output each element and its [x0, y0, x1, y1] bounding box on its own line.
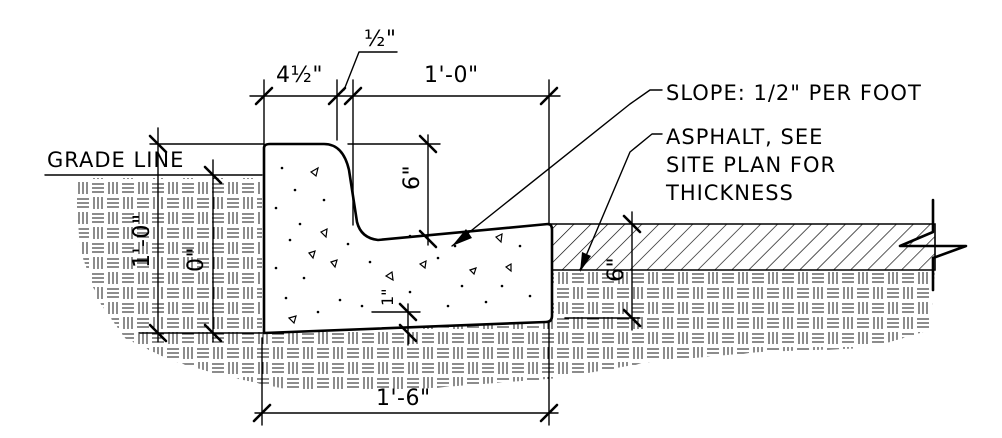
concrete-aggregate	[287, 166, 512, 325]
leaders	[451, 89, 663, 271]
dim-left-inner: 0"	[184, 247, 209, 272]
dim-bottom: 1'-6"	[376, 386, 431, 411]
asphalt-depth-dimension	[622, 211, 642, 331]
left-dimensions	[139, 127, 265, 343]
grade-line-label: GRADE LINE	[47, 148, 184, 172]
dim-top-right: 1'-0"	[424, 63, 479, 88]
concrete-curb	[262, 142, 554, 335]
dim-left-outer: 1'-0"	[130, 213, 155, 268]
asphalt-label-line3: THICKNESS	[665, 181, 794, 205]
dim-base: 1"	[378, 288, 397, 306]
concrete-dots	[274, 166, 532, 314]
top-dimension	[249, 51, 561, 226]
base-dimension	[371, 302, 421, 346]
dim-top-left: 4½"	[276, 63, 323, 88]
asphalt-label-line2: SITE PLAN FOR	[666, 153, 836, 177]
dim-asphalt-depth: 6"	[604, 257, 629, 282]
curb-height-dimension	[347, 134, 441, 249]
slope-label: SLOPE: 1/2" PER FOOT	[666, 81, 922, 105]
leader-arrows	[452, 229, 591, 272]
break-line-symbol	[898, 198, 968, 292]
bottom-dimension	[252, 321, 559, 426]
dim-top-mid: ½"	[364, 27, 396, 52]
asphalt-label-line1: ASPHALT, SEE	[666, 125, 823, 149]
soil-hatch-area	[75, 178, 935, 392]
dim-curb-height: 6"	[400, 165, 425, 190]
